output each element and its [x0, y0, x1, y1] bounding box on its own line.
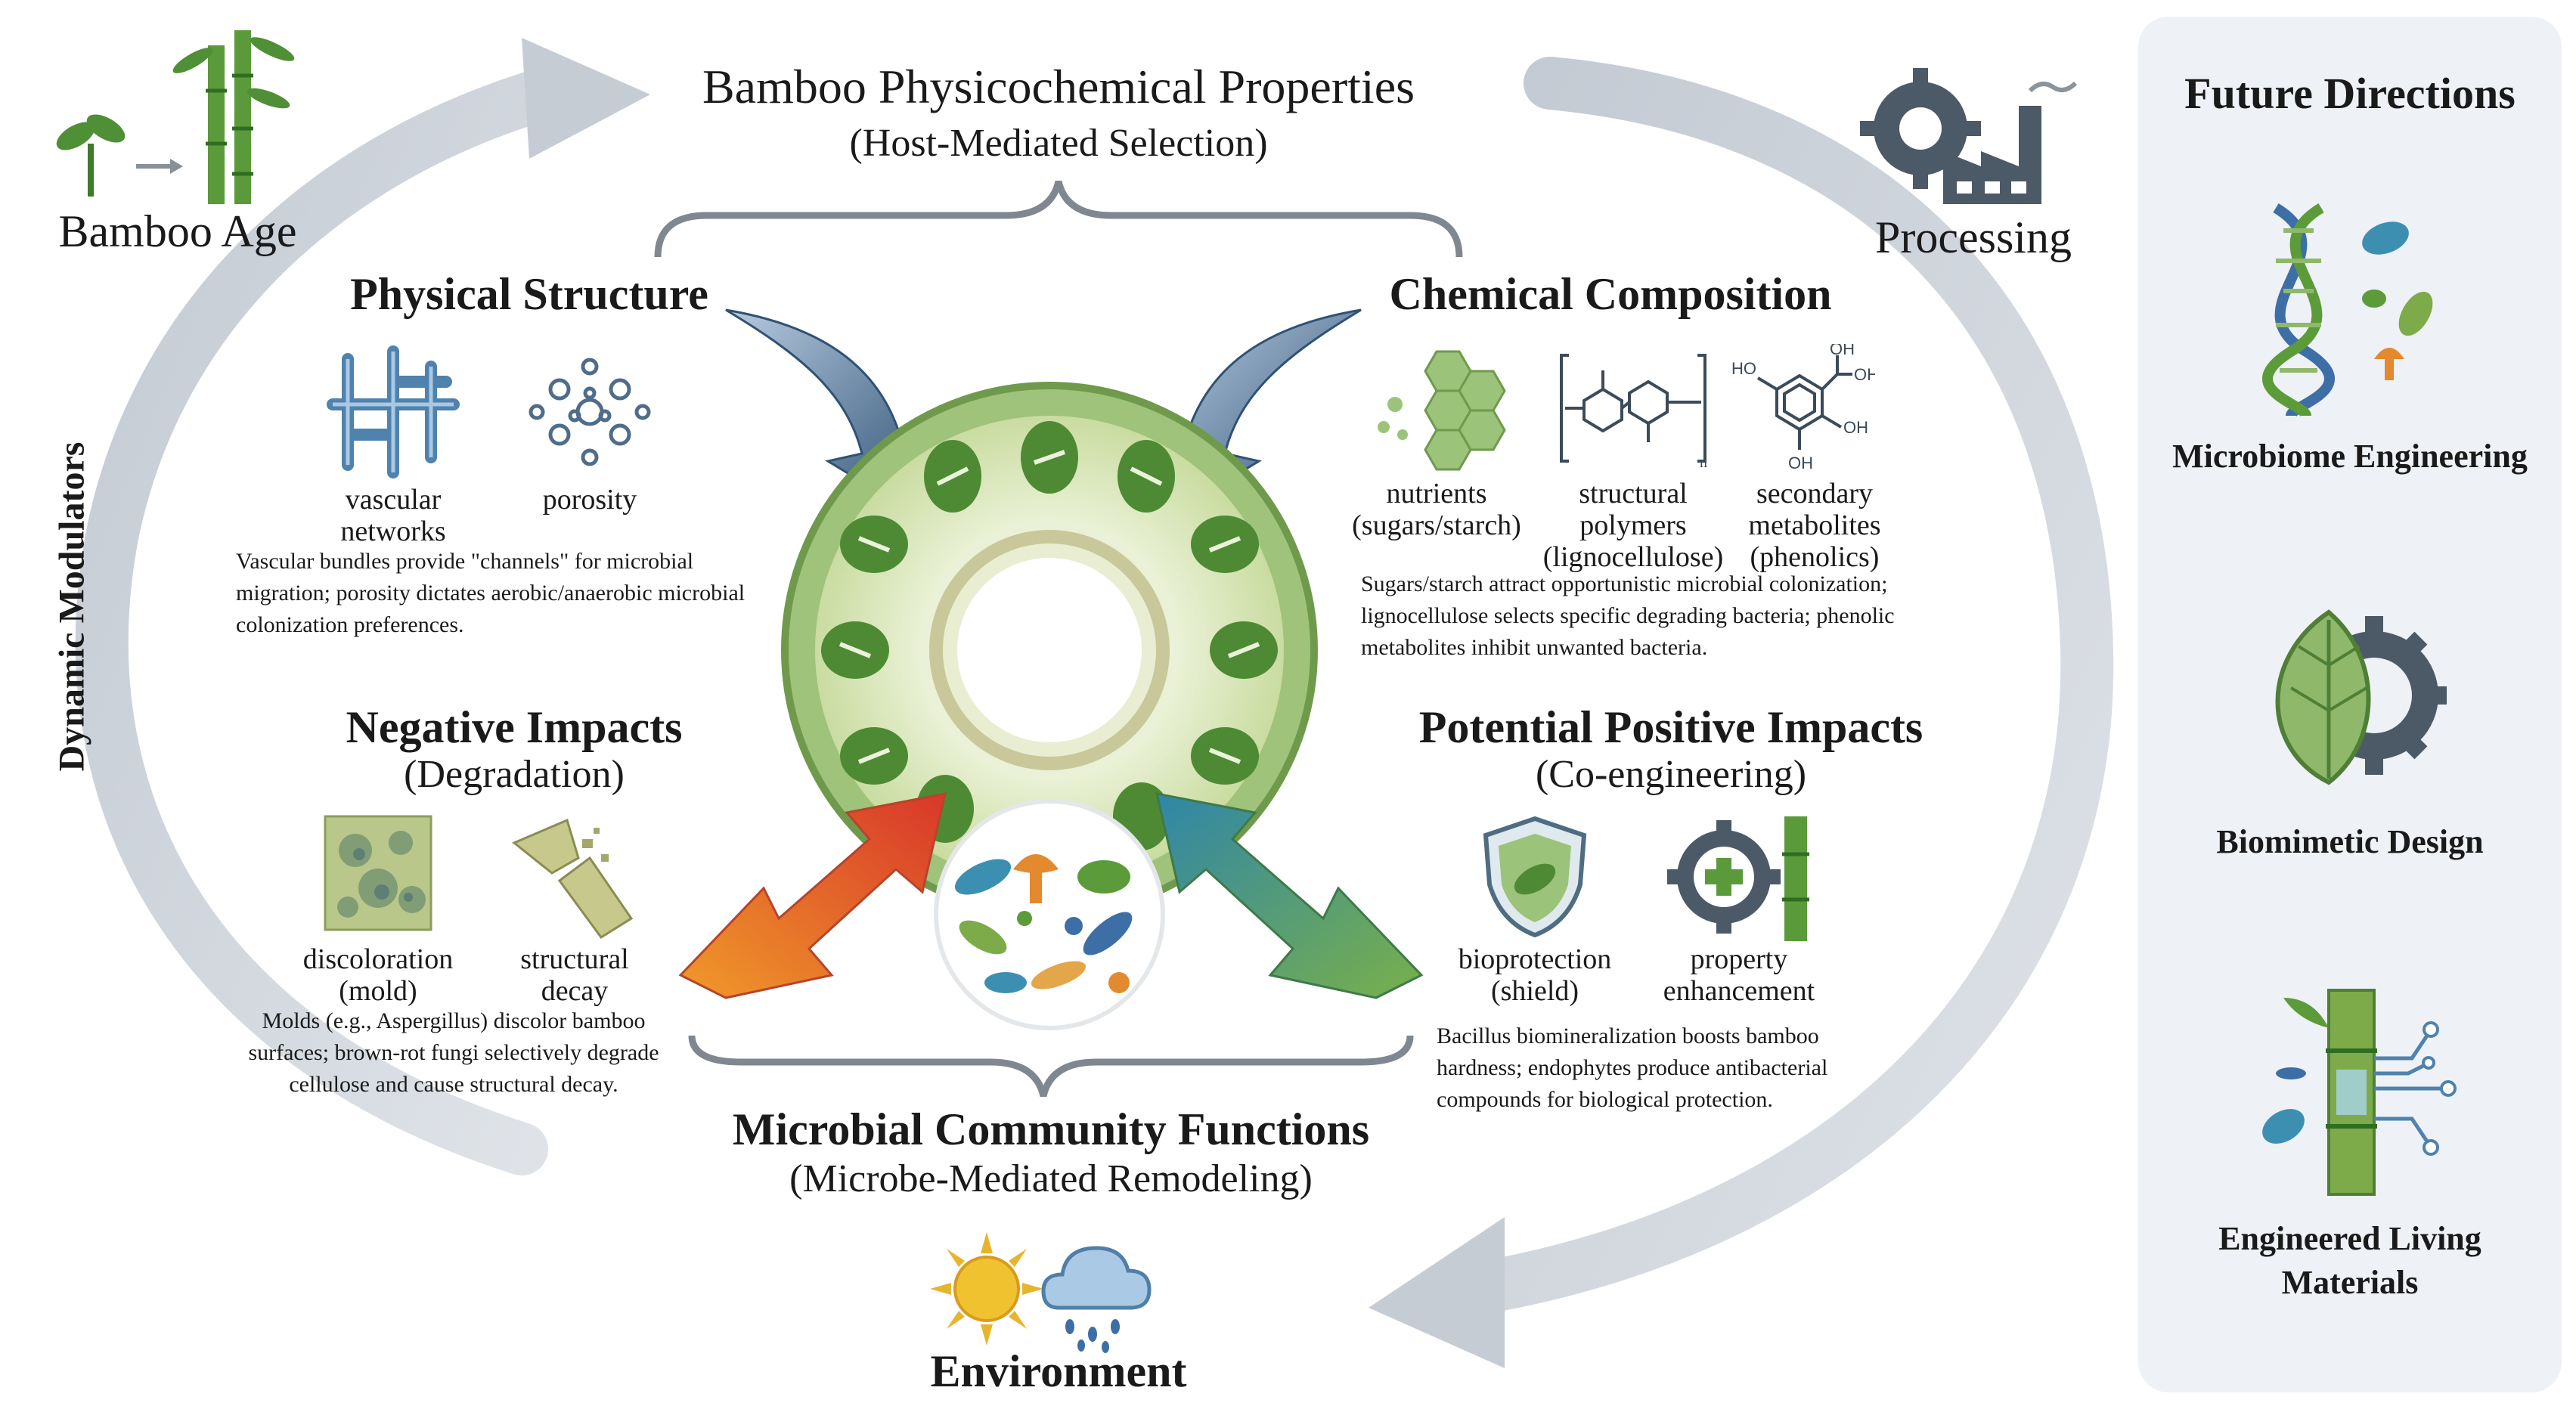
sun-icon	[930, 1232, 1043, 1346]
lignocellulose-structure-icon: n	[1560, 354, 1707, 469]
bioprotection-label: bioprotection (shield)	[1458, 943, 1612, 1007]
negative-impacts-subtitle: (Degradation)	[404, 753, 625, 796]
cycle-arrowhead-top	[522, 38, 650, 159]
future-item-microbiome-engineering: Microbiome Engineering	[2172, 438, 2528, 475]
arrow-positive-double	[1155, 792, 1424, 999]
chem-n-label: n	[1700, 454, 1707, 469]
chem-oh-label-3: OH	[1843, 418, 1868, 437]
processing-factory-icon	[1860, 68, 2078, 204]
porosity-icon	[529, 358, 651, 466]
arrow-negative-double	[678, 792, 947, 999]
main-title: Bamboo Physicochemical Properties	[702, 60, 1415, 113]
dynamic-modulators-label: Dynamic Modulators	[51, 441, 92, 772]
bamboo-age-icon	[56, 30, 295, 204]
negative-description: Molds (e.g., Aspergillus) discolor bambo…	[248, 1008, 659, 1097]
living-materials-icon	[2262, 989, 2457, 1196]
nutrients-hexagon-icon	[1378, 350, 1506, 471]
positive-impacts-title: Potential Positive Impacts	[1418, 702, 1923, 752]
phenolics-structure-icon: HO OH OH OH OH	[1731, 344, 1875, 472]
main-subtitle: (Host-Mediated Selection)	[849, 122, 1268, 165]
dna-microbe-icon	[2262, 203, 2433, 418]
property-enhancement-label: property enhancement	[1663, 943, 1815, 1007]
nutrients-label: nutrients (sugars/starch)	[1352, 478, 1521, 541]
negative-impacts-title: Negative Impacts	[346, 702, 683, 752]
chem-ho-label: HO	[1731, 359, 1756, 378]
porosity-label: porosity	[542, 484, 637, 516]
chemical-composition-title: Chemical Composition	[1389, 269, 1832, 319]
structural-decay-icon	[512, 818, 634, 940]
future-item-biomimetic-design: Biomimetic Design	[2216, 823, 2484, 860]
leaf-gear-icon	[2275, 609, 2447, 785]
bamboo-age-label: Bamboo Age	[58, 206, 297, 256]
vascular-network-icon	[327, 345, 460, 478]
future-directions-title: Future Directions	[2184, 69, 2516, 118]
discoloration-label: discoloration (mold)	[302, 943, 454, 1007]
cycle-arc-left	[75, 72, 556, 1175]
vascular-networks-label: vascular networks	[340, 484, 446, 547]
environment-label: Environment	[930, 1346, 1187, 1396]
cycle-arrowhead-bottom	[1369, 1217, 1505, 1368]
chem-oh-label-4: OH	[1788, 454, 1813, 472]
chemical-description: Sugars/starch attract opportunistic micr…	[1361, 571, 1895, 660]
microbial-functions-subtitle: (Microbe-Mediated Remodeling)	[789, 1157, 1313, 1200]
bioprotection-shield-icon	[1483, 816, 1587, 938]
microbe-community-icon	[934, 799, 1165, 1030]
future-item-engineered-living-materials: Engineered Living Materials	[2218, 1220, 2481, 1301]
physical-structure-title: Physical Structure	[350, 269, 708, 319]
mold-discoloration-icon	[324, 815, 432, 931]
top-brace	[654, 180, 1463, 258]
bamboo-cross-section	[781, 382, 1318, 918]
cycle-arc-right	[1471, 57, 2114, 1312]
rain-cloud-icon	[1041, 1246, 1152, 1353]
physical-description: Vascular bundles provide "channels" for …	[236, 549, 746, 637]
positive-impacts-subtitle: (Co-engineering)	[1535, 753, 1807, 796]
environment-weather-icon	[930, 1232, 1152, 1353]
processing-label: Processing	[1875, 212, 2072, 262]
chem-oh-label-1: OH	[1830, 344, 1855, 358]
positive-description: Bacillus biomineralization boosts bamboo…	[1437, 1024, 1828, 1112]
structural-decay-label: structural decay	[520, 943, 629, 1007]
property-enhancement-icon	[1667, 816, 1809, 941]
chem-oh-label-2: OH	[1854, 365, 1875, 384]
structural-polymers-label: structural polymers (lignocellulose)	[1542, 478, 1724, 573]
secondary-metabolites-label: secondary metabolites (phenolics)	[1748, 478, 1881, 573]
microbial-functions-title: Microbial Community Functions	[732, 1104, 1370, 1154]
bottom-brace	[688, 1035, 1414, 1098]
